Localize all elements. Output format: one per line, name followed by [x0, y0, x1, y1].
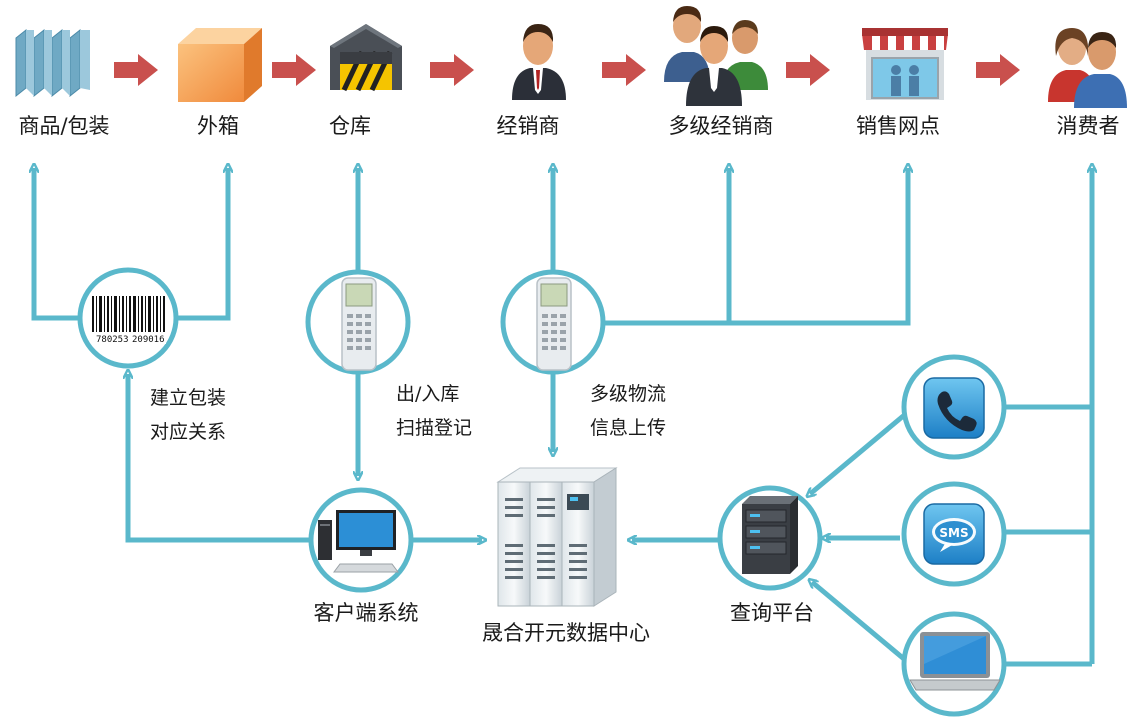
warehouse-icon [330, 24, 402, 92]
label-warehouse: 仓库 [329, 114, 371, 138]
barcode-icon [92, 296, 165, 332]
label-product-packaging: 商品/包装 [18, 114, 109, 138]
label-sales-outlet: 销售网点 [856, 114, 940, 138]
note-logistics-1: 多级物流 [590, 383, 666, 405]
note-inout-1: 出/入库 [396, 383, 459, 405]
label-query-platform: 查询平台 [730, 601, 814, 625]
chain-arrow [430, 54, 474, 86]
storefront-icon [862, 28, 948, 100]
label-dealer: 经销商 [497, 114, 560, 138]
handheld-scanner-icon [536, 277, 572, 371]
couple-icon [1048, 28, 1127, 108]
label-outer-box: 外箱 [197, 114, 239, 138]
label-multi-level-dealer: 多级经销商 [669, 114, 774, 138]
server-icon [742, 496, 798, 574]
chain-labels: 商品/包装 外箱 仓库 经销商 多级经销商 销售网点 消费者 [18, 114, 1119, 138]
client-system-node: 客户端系统 [308, 487, 419, 625]
server-rack-icon [496, 467, 618, 607]
phone-node [901, 354, 1007, 460]
barcode-node: 780253 209016 [77, 267, 179, 369]
desktop-computer-icon [318, 510, 399, 573]
sms-icon: SMS [923, 503, 985, 565]
query-platform-node: 查询平台 [717, 485, 823, 625]
sms-badge-text: SMS [939, 526, 968, 540]
chain-arrow [976, 54, 1020, 86]
note-logistics-2: 信息上传 [590, 417, 666, 439]
label-client-system: 客户端系统 [314, 601, 419, 625]
businessman-icon [512, 24, 566, 100]
chain-arrow [114, 54, 158, 86]
scanner-node-warehouse [305, 269, 411, 375]
barcode-digits-right: 209016 [132, 335, 165, 345]
cardboard-box-icon [178, 28, 262, 102]
product-boxes-icon [15, 28, 90, 98]
label-data-center: 晟合开元数据中心 [482, 621, 650, 645]
sms-node: SMS [901, 481, 1007, 587]
annotations: 建立包装 对应关系 出/入库 扫描登记 多级物流 信息上传 [150, 383, 666, 443]
people-group-icon [664, 6, 768, 106]
chain-arrow [786, 54, 830, 86]
connector-lines [34, 168, 1092, 667]
data-center-node: 晟合开元数据中心 [482, 467, 650, 645]
note-inout-2: 扫描登记 [396, 417, 472, 439]
label-consumer: 消费者 [1057, 114, 1120, 138]
laptop-node [901, 611, 1007, 717]
chain-arrow [602, 54, 646, 86]
handheld-scanner-icon [341, 277, 377, 371]
scanner-node-logistics [500, 269, 606, 375]
note-packaging-relation-1: 建立包装 [150, 387, 226, 409]
chain-arrows [114, 54, 1020, 86]
chain-arrow [272, 54, 316, 86]
phone-icon [923, 377, 985, 439]
laptop-icon [909, 632, 1001, 691]
barcode-digits-left: 780253 [96, 335, 129, 345]
note-packaging-relation-2: 对应关系 [150, 421, 226, 443]
